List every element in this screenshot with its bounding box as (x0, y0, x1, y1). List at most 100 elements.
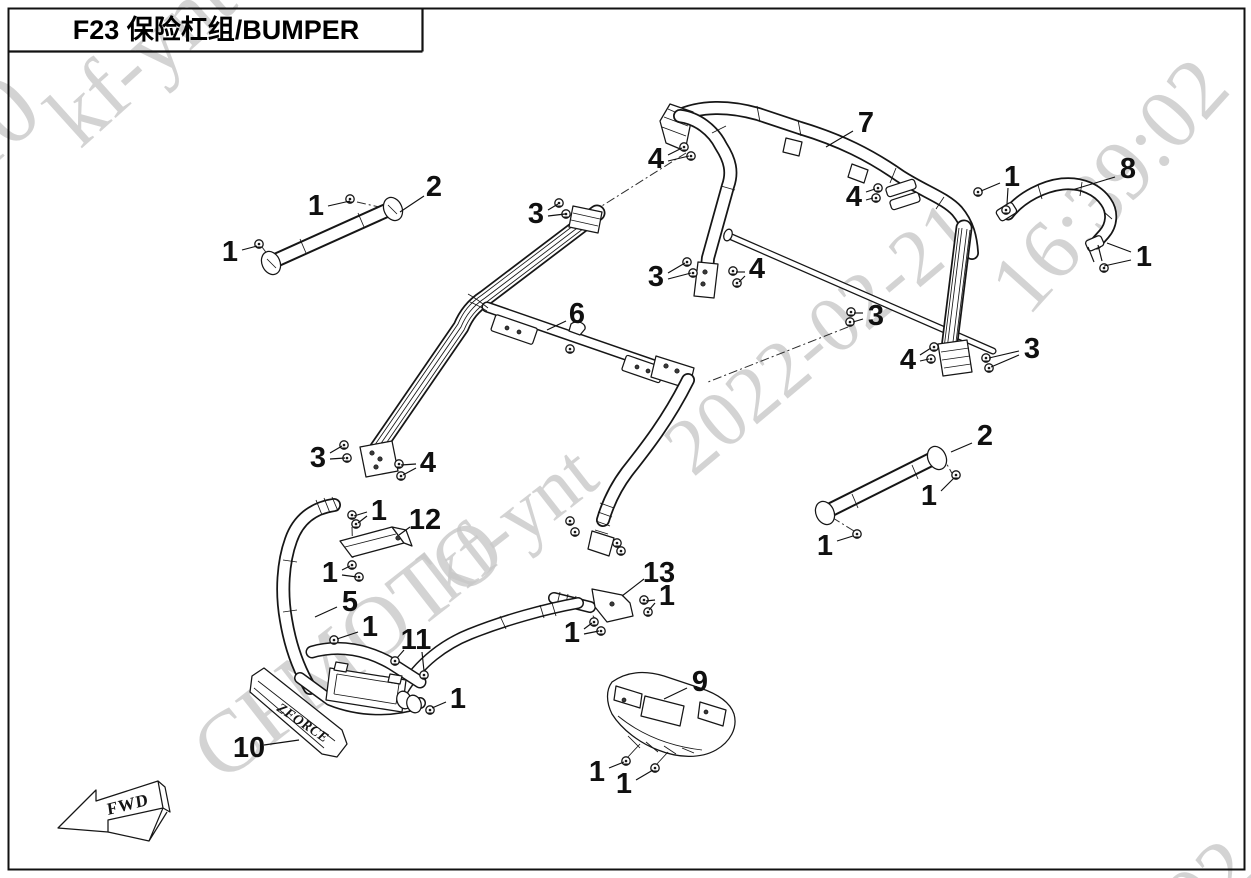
callout-number: 1 (564, 617, 580, 649)
front-bumper-assembly (294, 641, 427, 716)
callout-leader-line (852, 318, 864, 323)
frame-border (7, 7, 1246, 871)
callout-leader-line (825, 130, 854, 148)
callout-number: 3 (310, 442, 326, 474)
callout-leader-line (341, 574, 358, 578)
callout-number: 4 (648, 143, 664, 175)
callout-leader-line (357, 515, 368, 524)
callout-number: 3 (528, 198, 544, 230)
callout-leader-line (608, 761, 625, 769)
callout-number: 5 (342, 586, 358, 618)
callout-number: 12 (409, 504, 441, 536)
cage-right-post (937, 219, 973, 377)
callout-number: 3 (648, 261, 664, 293)
callout-leader-line (547, 203, 559, 211)
callout-leader-line (990, 354, 1020, 368)
callout-leader-line (988, 350, 1020, 359)
fwd-direction-arrow: FWD (57, 780, 171, 842)
page-title: F23 保险杠组/BUMPER (73, 14, 360, 45)
callout-leader-line (314, 606, 338, 618)
part-2-grab-handle-left (260, 196, 404, 276)
callout-number: 1 (222, 236, 238, 268)
callout-leader-line (402, 467, 417, 476)
callout-number: 1 (308, 190, 324, 222)
callout-leader-line (263, 739, 300, 746)
callout-leader-line (341, 565, 351, 571)
cage-front-downtube (587, 373, 695, 557)
callout-leader-line (667, 147, 683, 156)
callout-leader-line (645, 599, 656, 602)
callout-number: 1 (362, 611, 378, 643)
callout-leader-line (940, 477, 955, 492)
callout-number: 4 (420, 447, 436, 479)
callout-leader-line (667, 272, 692, 280)
part-11-support-tube (397, 597, 584, 696)
callout-leader-line (836, 535, 854, 542)
callout-leader-line (738, 275, 746, 283)
callout-number: 3 (1024, 333, 1040, 365)
callout-leader-line (635, 769, 654, 781)
callout-number: 1 (589, 756, 605, 788)
callout-leader-line (431, 701, 447, 709)
callout-number: 1 (322, 557, 338, 589)
callout-leader-line (950, 442, 973, 453)
callout-leader-line (865, 197, 874, 201)
callout-leader-line (583, 622, 593, 630)
callout-leader-line (421, 651, 425, 672)
callout-number: 1 (450, 683, 466, 715)
callout-leader-line (621, 578, 645, 597)
callout-number: 4 (846, 181, 862, 213)
callout-number: 10 (233, 732, 265, 764)
cage-center-pillar (673, 109, 738, 299)
callout-leader-line (547, 213, 566, 217)
callout-leader-line (667, 155, 690, 162)
callout-leader-line (648, 602, 656, 611)
part-7-rear-bumper-tube (659, 101, 979, 260)
callout-leader-line (919, 347, 932, 356)
part-5-front-tube (276, 496, 341, 695)
callout-number: 1 (921, 480, 937, 512)
callout-number: 1 (616, 768, 632, 800)
part-12-bracket (339, 526, 413, 558)
callout-leader-line (399, 195, 425, 213)
callout-number: 1 (659, 580, 675, 612)
callout-leader-line (919, 358, 930, 362)
callout-number: 11 (401, 624, 432, 656)
callout-leader-line (327, 200, 351, 207)
callout-leader-line (1071, 176, 1116, 191)
callout-leader-line (353, 511, 368, 517)
callout-leader-line (667, 262, 686, 274)
part-6-crossbar (467, 293, 695, 390)
callout-leader-line (241, 245, 258, 251)
callout-leader-line (336, 631, 359, 640)
callout-leader-line (329, 457, 346, 460)
callout-number: 2 (977, 420, 993, 452)
callout-number: 7 (858, 107, 874, 139)
exploded-drawing: ZFORCE FWD (57, 101, 1118, 842)
callout-number: 9 (692, 666, 708, 698)
callout-number: 3 (868, 300, 884, 332)
callout-leader-line (396, 649, 405, 659)
callout-number: 1 (1004, 161, 1020, 193)
callout-number: 2 (426, 171, 442, 203)
callout-number: 1 (1136, 241, 1152, 273)
callout-number: 8 (1120, 153, 1136, 185)
callout-number: 1 (817, 530, 833, 562)
callout-leader-line (865, 188, 876, 193)
title-box: F23 保险杠组/BUMPER (73, 14, 360, 45)
part-9-skid-plate (606, 672, 736, 766)
callout-leader-line (546, 320, 567, 331)
callout-leader-line (980, 182, 1001, 192)
callout-leader-line (398, 526, 411, 536)
callout-number: 4 (900, 344, 916, 376)
callout-number: 1 (371, 495, 387, 527)
callout-leader-line (1103, 259, 1132, 267)
callout-number: 13 (643, 557, 675, 589)
callout-leader-line (400, 463, 417, 466)
callout-leader-line (663, 687, 688, 700)
cage-left-rail (359, 204, 606, 478)
callout-leader-line (1006, 187, 1009, 205)
